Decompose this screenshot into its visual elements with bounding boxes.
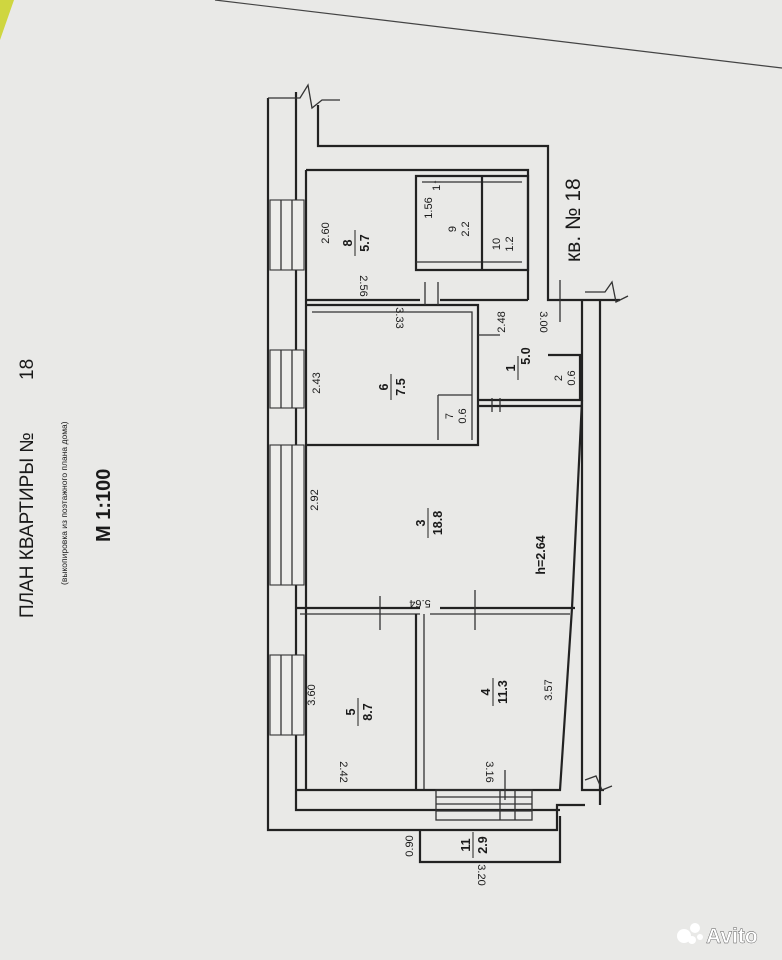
plan-subtitle: (выкопировка из поэтажного плана дома) (59, 421, 69, 585)
door-marks (379, 280, 561, 800)
room-2-walls (548, 353, 582, 400)
window (269, 444, 305, 586)
dim-label: 2.56 (357, 275, 369, 296)
room-9-10-walls (414, 174, 530, 272)
room-3-area: 18.8 (431, 511, 445, 535)
dim-label: 3.00 (537, 311, 549, 332)
dim-label: 1.56 (423, 197, 435, 218)
room-2-number: 2 (553, 375, 565, 381)
balcony-area (418, 789, 562, 864)
dim-label: 3.57 (543, 679, 555, 700)
break-mark-right (585, 280, 629, 303)
dimension-labels: 2.60 2.56 1.56 3.33 2.48 3.00 2.43 2.92 … (306, 179, 555, 886)
window (269, 654, 305, 736)
plan-drawing (266, 83, 629, 864)
outer-wall-left (266, 98, 585, 832)
room-7-area: 0.6 (457, 408, 469, 423)
room-11-walls (418, 816, 562, 864)
avito-logo-icon (677, 929, 691, 943)
room-2-area: 0.6 (566, 370, 578, 385)
room-labels: 1 5.0 2 0.6 3 18.8 4 11.3 5 8.7 6 7.5 7 … (341, 221, 578, 858)
room-7-walls (437, 394, 472, 440)
top-wall (316, 105, 620, 302)
dim-label: 2.48 (496, 311, 508, 332)
window (269, 349, 305, 409)
dim-label: 2.60 (320, 222, 332, 243)
apartment-label: кв. № 18 (562, 178, 585, 262)
room-6-area: 7.5 (394, 378, 408, 395)
room-1-number: 1 (504, 364, 518, 371)
dim-label: 3.33 (393, 307, 405, 328)
avito-logo-text: Avito (706, 925, 758, 948)
dim-label: 2.43 (311, 372, 323, 393)
header-block: ПЛАН КВАРТИРЫ № 18 (выкопировка из поэта… (17, 359, 115, 618)
windows (269, 199, 305, 736)
plan-title: ПЛАН КВАРТИРЫ № (17, 432, 38, 618)
dim-label: 2.42 (337, 761, 349, 782)
room-10-area: 1.2 (504, 236, 516, 251)
bottom-inner-wall (296, 399, 584, 792)
room-5-area: 8.7 (361, 703, 375, 720)
room-3-number: 3 (414, 519, 428, 526)
dim-label: 0.90 (404, 835, 416, 856)
room-4-area: 11.3 (496, 680, 510, 704)
dim-label: 5.64 (409, 597, 430, 609)
break-mark-top (268, 83, 340, 110)
plan-number: 18 (17, 359, 38, 380)
room-7-number: 7 (444, 413, 456, 419)
window (269, 199, 305, 271)
room-10-number: 10 (491, 238, 503, 250)
inner-wall-left (294, 92, 560, 812)
dim-label: 3.16 (483, 761, 495, 782)
room-6-number: 6 (377, 383, 391, 390)
dim-label: 3.20 (475, 864, 487, 885)
room-11-area: 2.9 (476, 836, 490, 853)
room-4-number: 4 (479, 688, 493, 695)
right-wall (580, 300, 604, 805)
room-6-walls (306, 303, 480, 447)
room-9-area: 2.2 (460, 221, 472, 236)
dim-label: 3.60 (306, 684, 318, 705)
stair-mark: 1↑ (431, 179, 443, 191)
room-8-number: 8 (341, 239, 355, 246)
room-11-number: 11 (459, 838, 473, 851)
room-8-area: 5.7 (358, 234, 372, 251)
frame-line (214, 0, 782, 69)
dim-label: 2.92 (309, 489, 321, 510)
break-mark-bottom (584, 775, 613, 791)
room-1-area: 5.0 (519, 347, 533, 364)
room-9-number: 9 (447, 226, 459, 232)
corridor-wall (478, 398, 582, 408)
room-5-number: 5 (344, 708, 358, 715)
plan-scale: М 1:100 (93, 469, 115, 542)
ceiling-height: h=2.64 (534, 535, 548, 574)
avito-watermark: Avito (677, 923, 758, 948)
